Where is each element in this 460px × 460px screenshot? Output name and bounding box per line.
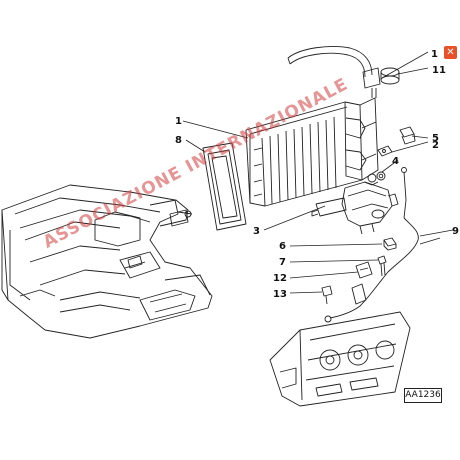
gasket-frame <box>202 142 247 231</box>
callout-12: 12 <box>273 273 287 284</box>
water-valve <box>311 181 399 235</box>
callout-11: 11 <box>432 65 446 76</box>
callout-9: 9 <box>452 226 459 237</box>
vent-hose <box>287 46 381 98</box>
control-cable <box>324 167 419 323</box>
leader-lines <box>182 51 454 294</box>
rubber-bush <box>399 126 416 145</box>
callout-2: 2 <box>432 140 439 151</box>
heater-housing <box>1 184 213 339</box>
control-panel <box>269 311 411 407</box>
close-icon[interactable]: ✕ <box>444 46 457 59</box>
screw-13 <box>321 285 333 305</box>
callout-3: 3 <box>253 226 260 237</box>
callout-6: 6 <box>279 241 286 252</box>
heater-core <box>245 97 379 207</box>
callout-8: 8 <box>175 135 182 146</box>
callout-13: 13 <box>273 289 287 300</box>
cable-clamp <box>355 261 373 279</box>
callout-7: 7 <box>279 257 286 268</box>
filler-cap <box>380 67 400 85</box>
reference-code: AA1236 <box>404 388 442 403</box>
callout-5: 5 <box>432 133 439 144</box>
callout-4: 4 <box>392 156 399 167</box>
screw <box>377 255 387 277</box>
callout-1-top: 1 <box>431 49 438 60</box>
callout-1-left: 1 <box>175 116 182 127</box>
nut <box>383 237 397 251</box>
clip <box>377 145 393 157</box>
